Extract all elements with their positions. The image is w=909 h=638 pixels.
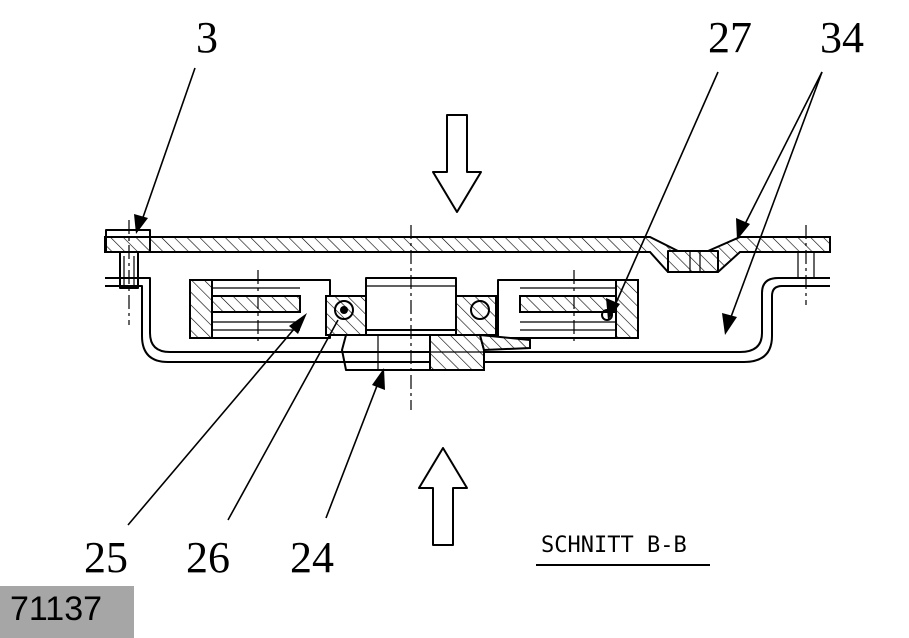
figure-id-badge: 71137 [0, 586, 134, 638]
top-cover-plate [104, 236, 831, 273]
nut-part-24 [341, 333, 531, 371]
top-load-arrow [432, 114, 482, 213]
ref-label-27: 27 [708, 13, 752, 62]
ref-label-3: 3 [196, 13, 218, 62]
bottom-housing [105, 277, 830, 363]
bottom-load-arrow [418, 447, 468, 546]
left-bearing-block [189, 270, 331, 345]
leader-lines [127, 67, 823, 526]
ref-label-34: 34 [820, 13, 864, 62]
ref-label-24: 24 [290, 533, 334, 582]
ref-label-26: 26 [186, 533, 230, 582]
right-bearing-block [497, 270, 639, 345]
figure-id-text: 71137 [10, 590, 103, 628]
bolt-part-3 [105, 220, 151, 325]
section-title: SCHNITT B-B [541, 533, 687, 558]
ref-label-25: 25 [84, 533, 128, 582]
right-fastener [797, 225, 815, 305]
